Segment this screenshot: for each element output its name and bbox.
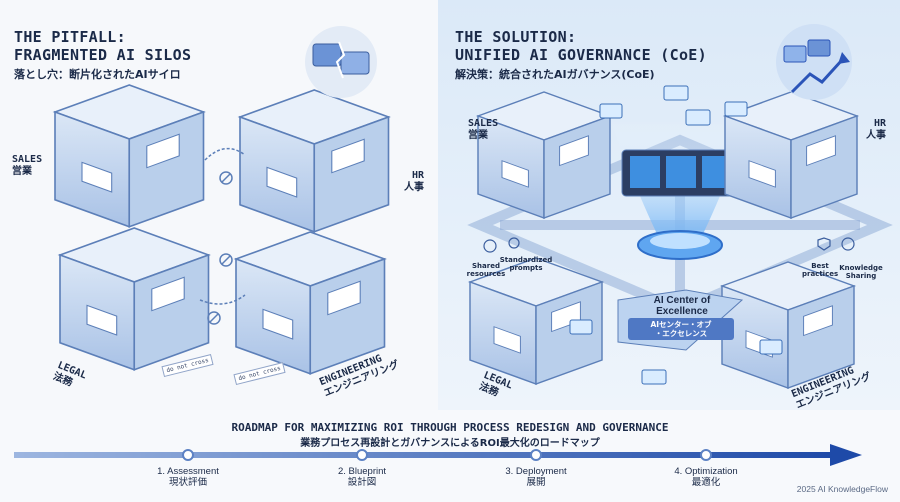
solution-title-jp: 解決策：統合されたAIガバナンス(CoE)	[455, 68, 655, 81]
coe-label-en-line2: Excellence	[656, 306, 708, 317]
coe-sales-jp: 営業	[468, 130, 488, 141]
shared-resources-line1: Shared	[472, 262, 500, 270]
silo-hr-en: HR	[411, 170, 424, 181]
solution-title-line1: THE SOLUTION:	[455, 28, 577, 46]
roadmap-step-2-jp: 設計図	[347, 477, 377, 488]
silo-hr-room	[239, 89, 390, 233]
silo-sales-room	[54, 84, 205, 228]
coe-hr-jp: 人事	[866, 130, 886, 141]
roadmap-node-3	[530, 449, 542, 461]
coe-hr-en: HR	[873, 118, 886, 129]
roadmap-step-2-en: 2. Blueprint	[337, 466, 387, 477]
roadmap-step-1-jp: 現状評価	[168, 477, 207, 488]
roadmap-node-2	[356, 449, 368, 461]
roadmap-title-jp: 業務プロセス再設計とガバナンスによるROI最大化のロードマップ	[300, 438, 600, 449]
roadmap-step-3-en: 3. Deployment	[505, 466, 567, 477]
illustration	[54, 24, 893, 389]
silo-sales-en: SALES	[12, 154, 43, 165]
standardized-prompts-label: Standardized prompts	[498, 256, 554, 272]
roadmap-title-en: ROADMAP FOR MAXIMIZING ROI THROUGH PROCE…	[231, 421, 669, 434]
knowledge-sharing-line1: Knowledge	[839, 264, 883, 272]
silo-sales-label: SALES 営業	[12, 154, 42, 178]
coe-label-jp-line1: AIセンター・オブ	[650, 320, 712, 329]
silo-hr-jp: 人事	[404, 182, 424, 193]
coe-sales-label: SALES 営業	[468, 118, 498, 142]
coe-hr-label: HR 人事	[866, 118, 886, 142]
roadmap-step-1-en: 1. Assessment	[157, 466, 219, 477]
broken-link-icons	[199, 147, 246, 325]
roadmap-step-1: 1. Assessment 現状評価	[128, 466, 248, 488]
coe-plate	[617, 289, 744, 351]
governance-hub	[467, 120, 893, 316]
broken-chat-icon	[305, 26, 377, 98]
best-practices-label: Best practices	[802, 262, 838, 278]
roadmap-step-3: 3. Deployment 展開	[476, 466, 596, 488]
coe-sales-en: SALES	[468, 118, 499, 129]
knowledge-sharing-line2: Sharing	[845, 272, 877, 280]
roadmap-step-4: 4. Optimization 最適化	[646, 466, 766, 488]
silo-legal-room	[59, 227, 210, 371]
footer-credit: 2025 AI KnowledgeFlow	[796, 484, 888, 494]
solution-title-line2: UNIFIED AI GOVERNANCE (CoE)	[455, 46, 707, 64]
roadmap-arrow	[14, 444, 862, 466]
silo-engineering-room	[235, 231, 386, 375]
roadmap-step-2: 2. Blueprint 設計図	[302, 466, 422, 488]
roadmap-node-1	[182, 449, 194, 461]
silo-sales-jp: 営業	[12, 166, 32, 177]
coe-label-en-line1: AI Center of	[653, 295, 711, 306]
growth-chart-icon	[776, 24, 852, 100]
roadmap-step-4-jp: 最適化	[691, 477, 721, 488]
chat-bubbles	[569, 85, 783, 385]
best-practices-line1: Best	[811, 262, 829, 270]
coe-label-en: AI Center of Excellence	[620, 295, 744, 317]
pitfall-title-jp: 落とし穴：断片化されたAIサイロ	[14, 68, 181, 81]
pitfall-title-line1: THE PITFALL:	[14, 28, 126, 46]
roadmap-node-4	[700, 449, 712, 461]
roadmap-step-4-en: 4. Optimization	[674, 466, 738, 477]
coe-engineering-room	[721, 261, 855, 389]
standardized-prompts-line1: Standardized	[499, 256, 553, 264]
coe-sales-room	[477, 91, 611, 219]
coe-label-jp-line2: ・エクセレンス	[654, 329, 708, 338]
best-practices-line2: practices	[802, 270, 839, 278]
knowledge-sharing-label: Knowledge Sharing	[836, 264, 886, 280]
shared-resources-line2: resources	[466, 270, 506, 278]
coe-label-jp: AIセンター・オブ ・エクセレンス	[628, 320, 734, 338]
small-icons	[483, 237, 855, 253]
pitfall-title-line2: FRAGMENTED AI SILOS	[14, 46, 192, 64]
silo-hr-label: HR 人事	[404, 170, 424, 194]
shared-resources-label: Shared resources	[466, 262, 506, 278]
standardized-prompts-line2: prompts	[509, 264, 543, 272]
roadmap-step-3-jp: 展開	[526, 477, 546, 488]
